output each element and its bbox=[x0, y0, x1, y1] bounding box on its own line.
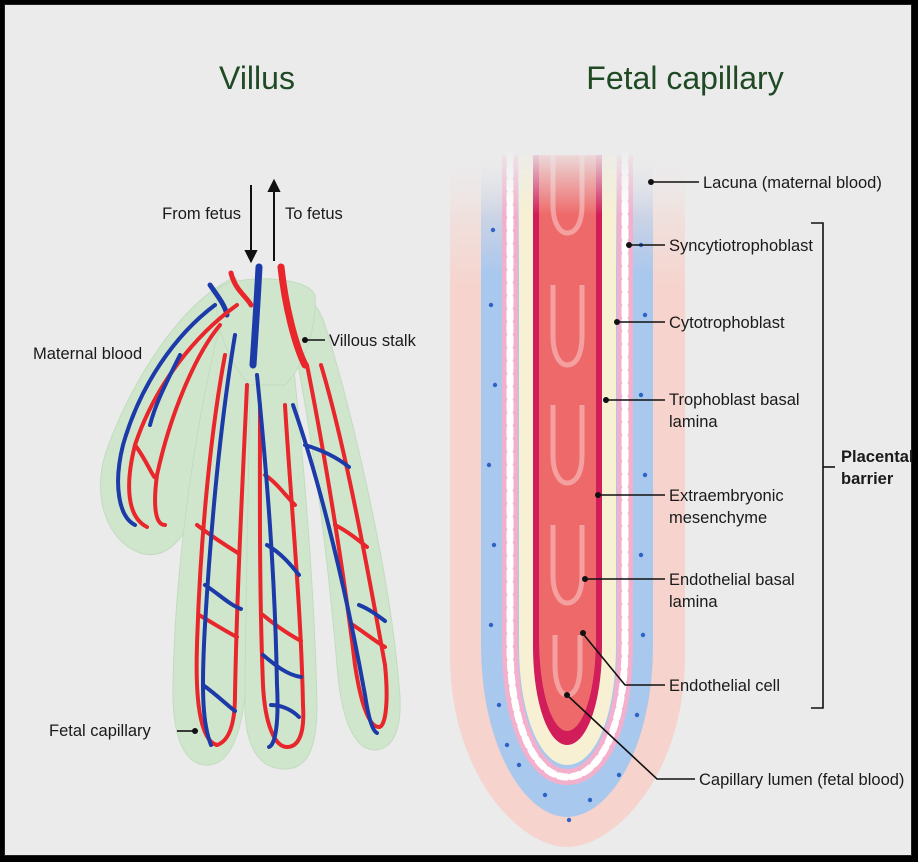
capillary-lumen-label: Capillary lumen (fetal blood) bbox=[699, 771, 904, 789]
villus-title: Villus bbox=[219, 60, 295, 96]
trophoblast-basal-lamina-label-2: lamina bbox=[669, 413, 718, 431]
endothelial-basal-lamina-label-2: lamina bbox=[669, 593, 718, 611]
villous-stalk-label: Villous stalk bbox=[329, 332, 417, 350]
syncytiotrophoblast-label: Syncytiotrophoblast bbox=[669, 237, 813, 255]
placental-barrier-label-2: barrier bbox=[841, 470, 894, 488]
extraembryonic-mesenchyme-label-2: mesenchyme bbox=[669, 509, 767, 527]
to-fetus-label: To fetus bbox=[285, 205, 343, 223]
fetal-capillary-label-left: Fetal capillary bbox=[49, 722, 152, 740]
cytotrophoblast-label: Cytotrophoblast bbox=[669, 314, 785, 332]
villus-tissue bbox=[100, 277, 400, 769]
from-fetus-label: From fetus bbox=[162, 205, 241, 223]
diagram-frame: Villus Fetal capillary bbox=[4, 4, 912, 856]
villus-illustration: From fetus To fetus Maternal blood Villo… bbox=[33, 181, 417, 769]
capillary-lumen-region bbox=[539, 155, 596, 731]
placental-barrier-bracket bbox=[811, 223, 823, 708]
fetal-capillary-title: Fetal capillary bbox=[586, 60, 783, 96]
placenta-diagram: Villus Fetal capillary bbox=[5, 5, 913, 857]
capillary-cross-section bbox=[445, 145, 695, 847]
extraembryonic-mesenchyme-label-1: Extraembryonic bbox=[669, 487, 784, 505]
trophoblast-basal-lamina-label-1: Trophoblast basal bbox=[669, 391, 800, 409]
lacuna-label: Lacuna (maternal blood) bbox=[703, 174, 882, 192]
placental-barrier-label-1: Placental bbox=[841, 448, 913, 466]
maternal-blood-label: Maternal blood bbox=[33, 345, 142, 363]
endothelial-basal-lamina-label-1: Endothelial basal bbox=[669, 571, 795, 589]
flow-arrows bbox=[246, 181, 279, 261]
endothelial-cell-label: Endothelial cell bbox=[669, 677, 780, 695]
